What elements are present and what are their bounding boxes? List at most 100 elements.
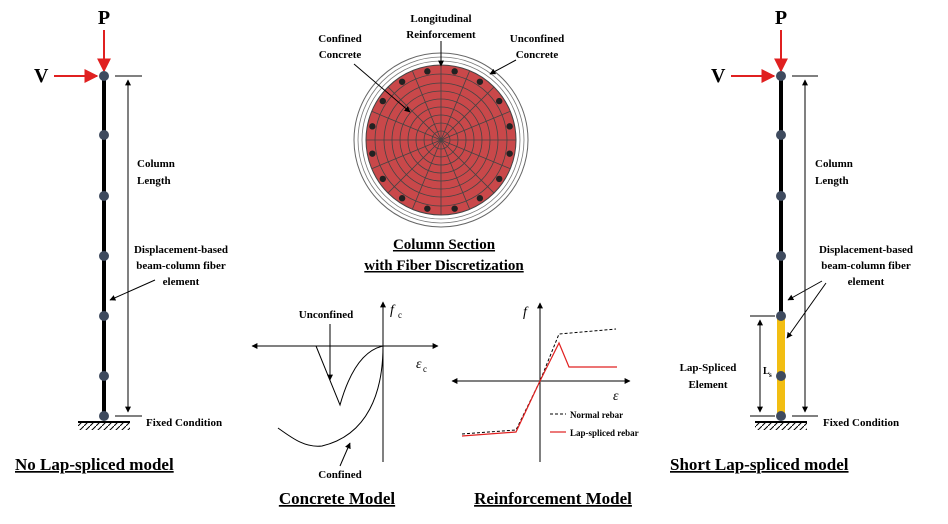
left-length-label-1: Column [137,158,175,170]
node [99,251,109,261]
concrete-axis-f-sub: c [398,310,402,320]
right-fixed-label: Fixed Condition [823,417,899,429]
node [99,191,109,201]
reinforcement-model: f ε Normal rebar Lap-spliced rebar Reinf… [451,302,639,508]
fiber-spoke [411,139,442,210]
rebar [451,68,458,75]
concrete-axis-eps: ε [416,357,422,372]
fiber-spoke [387,139,442,194]
concrete-axis-eps-sub: c [423,364,427,374]
concrete-axis-f: f [390,303,396,318]
right-model: P V Column Length Displacement-based bea… [670,7,913,474]
left-load-v-label: V [34,65,49,87]
rebar [369,150,376,157]
concrete-confined-label: Confined [318,469,361,481]
right-length-label-1: Column [815,158,853,170]
right-element-pointer-lower [786,282,827,339]
node [776,311,786,321]
section-title-1: Column Section [393,237,496,253]
fiber-spoke [440,70,471,141]
fiber-spoke [371,139,442,170]
reinforcement-model-title: Reinforcement Model [474,489,632,508]
right-ground-hatch [755,423,807,430]
right-length-label-2: Length [815,175,849,187]
node [776,251,786,261]
right-model-title: Short Lap-spliced model [670,455,849,474]
fiber-spoke [440,139,471,210]
left-model: P V Column Length Displacement-based bea… [15,7,228,474]
normal-rebar-curve [461,328,617,435]
lap-length-ls-sub: s [769,371,772,379]
concrete-unconfined-label: Unconfined [299,309,353,321]
fiber-spoke [371,110,442,141]
right-element-label-1: Displacement-based [819,244,913,256]
fiber-spoke [440,86,495,141]
reinf-axis-eps: ε [613,389,619,404]
rebar [398,78,406,85]
fiber-spoke [440,139,495,194]
lap-spliced-rebar-curve [461,341,617,437]
rebar [476,78,484,85]
rebar [424,205,431,212]
confined-concrete-label-2: Concrete [319,49,362,61]
rebar [451,205,458,212]
left-load-p-label: P [98,7,110,29]
rebar [369,123,376,130]
node [99,71,109,81]
fiber-spoke [411,70,442,141]
unconfined-concrete-pointer [489,59,517,75]
left-ground-hatch [78,423,130,430]
left-length-label-2: Length [137,175,171,187]
fiber-spoke [440,139,511,170]
right-element-label-2: beam-column fiber [821,260,911,272]
node [99,371,109,381]
unconfined-concrete-label-1: Unconfined [510,33,564,45]
lap-length-ls: L [763,366,770,377]
node [776,411,786,421]
left-column-nodes [99,71,109,421]
confined-concrete-label-1: Confined [318,33,361,45]
rebar [496,97,503,105]
legend-normal-label: Normal rebar [570,410,623,420]
left-fixed-label: Fixed Condition [146,417,222,429]
legend-lap-label: Lap-spliced rebar [570,428,639,438]
longitudinal-rebars [369,68,513,212]
node [776,71,786,81]
unconfined-concrete-curve [315,345,384,407]
concrete-model-title: Concrete Model [279,489,396,508]
right-load-v-label: V [711,65,726,87]
node [99,130,109,140]
left-element-label-3: element [163,276,200,288]
rebar [506,123,513,130]
left-element-pointer [109,279,156,301]
rebar [398,195,406,202]
node [776,371,786,381]
rebar [424,68,431,75]
left-model-title: No Lap-spliced model [15,455,174,474]
confined-concrete-curve [277,345,384,447]
right-load-p-label: P [775,7,787,29]
rebar [506,150,513,157]
concrete-confined-pointer [339,442,351,467]
concrete-model: f c ε c Unconfined Confined Concrete Mod… [251,301,439,508]
fiber-spoke [440,110,511,141]
right-element-label-3: element [848,276,885,288]
right-element-pointer-upper [787,280,823,301]
fiber-spoke [387,86,442,141]
unconfined-concrete-label-2: Concrete [516,49,559,61]
node [776,130,786,140]
rebar [379,97,386,105]
rebar [496,175,503,183]
core-fiber-spokes [366,65,516,215]
reinf-axis-f: f [523,305,529,320]
lap-element-label-1: Lap-Spliced [680,362,737,374]
longitudinal-reinforcement-label-2: Reinforcement [406,29,476,41]
rebar [379,175,386,183]
left-element-label-2: beam-column fiber [136,260,226,272]
longitudinal-reinforcement-label-1: Longitudinal [410,13,471,25]
left-element-label-1: Displacement-based [134,244,228,256]
rebar [476,195,484,202]
node [99,311,109,321]
